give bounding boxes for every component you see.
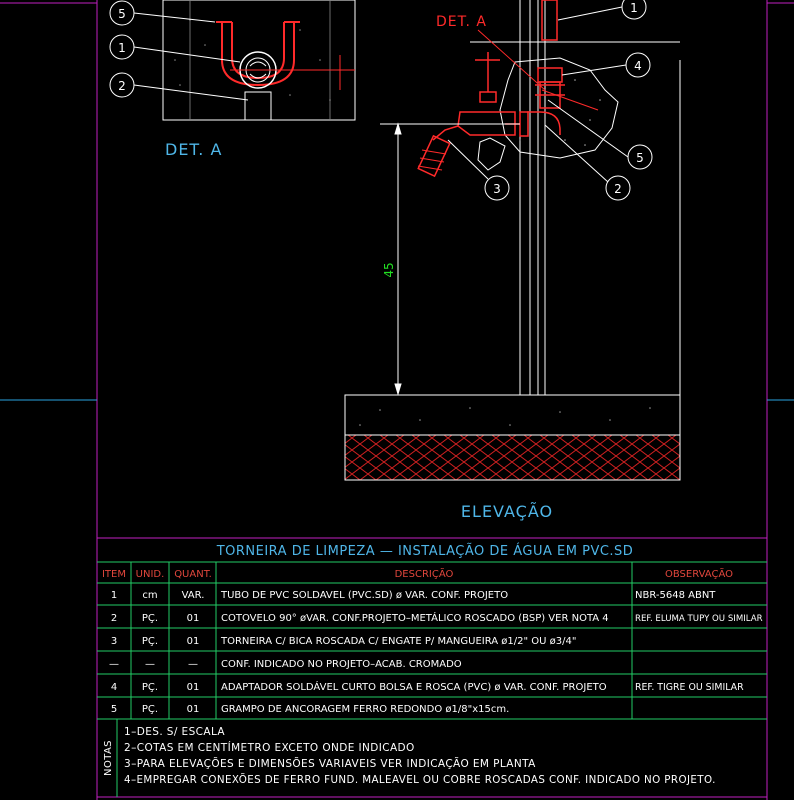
cell-quantity: 01 [187,613,200,624]
dimension-label: 45 [382,262,396,277]
elevation-label: ELEVAÇÃO [461,502,553,521]
note-line: 4–EMPREGAR CONEXÕES DE FERRO FUND. MALEA… [124,773,716,786]
cell-quantity: 01 [187,704,200,715]
cell-description: CONF. INDICADO NO PROJETO–ACAB. CROMADO [221,659,462,670]
callout-number: 5 [118,7,126,21]
cell-item: 2 [111,613,117,624]
wall-cutout [477,57,619,171]
cell-unit: PÇ. [142,636,158,647]
cell-item: 1 [111,590,117,601]
cell-description: GRAMPO DE ANCORAGEM FERRO REDONDO ø1/8"x… [221,704,509,715]
header-cell: QUANT. [174,569,212,580]
cell-item: 5 [111,704,117,715]
table-row: 2 PÇ. 01 COTOVELO 90° øVAR. CONF.PROJETO… [111,611,763,624]
cell-description: TUBO DE PVC SOLDAVEL (PVC.SD) ø VAR. CON… [220,590,508,601]
table-row: 1 cm VAR. TUBO DE PVC SOLDAVEL (PVC.SD) … [111,590,716,601]
table-row: — — — CONF. INDICADO NO PROJETO–ACAB. CR… [109,659,462,670]
faucet [417,52,516,178]
cell-quantity: 01 [187,636,200,647]
note-line: 2–COTAS EM CENTÍMETRO EXCETO ONDE INDICA… [124,741,415,754]
cell-quantity: 01 [187,682,200,693]
detail-a-label: DET. A [165,140,222,159]
notes-block: NOTAS 1–DES. S/ ESCALA 2–COTAS EM CENTÍM… [103,726,716,786]
header-cell: ITEM [102,569,126,580]
notes-label: NOTAS [103,740,114,776]
callout-number: 1 [118,41,126,55]
cell-unit: PÇ. [142,704,158,715]
callout-bubble [605,175,631,201]
table-row: 5 PÇ. 01 GRAMPO DE ANCORAGEM FERRO REDON… [111,704,509,715]
cell-unit: cm [142,590,157,601]
cell-description: COTOVELO 90° øVAR. CONF.PROJETO–METÁLICO… [221,611,609,624]
callout-number: 5 [636,151,644,165]
table-row: 3 PÇ. 01 TORNEIRA C/ BICA ROSCADA C/ ENG… [111,636,577,647]
detail-a-reference: DET. A [436,14,487,30]
table-row: 4 PÇ. 01 ADAPTADOR SOLDÁVEL CURTO BOLSA … [111,680,744,693]
callout-number: 2 [614,182,622,196]
header-cell: DESCRIÇÃO [395,567,454,580]
materials-table: TORNEIRA DE LIMPEZA — INSTALAÇÃO DE ÁGUA… [97,543,767,797]
callout-number: 1 [630,1,638,15]
detail-a-frame [162,0,356,121]
cell-item: 3 [111,636,117,647]
note-line: 1–DES. S/ ESCALA [124,726,225,738]
callout-number: 3 [493,182,501,196]
cell-observation: NBR-5648 ABNT [635,590,716,601]
elevation-view: 45 DET. A 1 4 5 3 2 ELEVAÇÃO [344,0,681,521]
cell-observation: REF. ELUMA TUPY OU SIMILAR [635,614,763,624]
callout-number: 2 [118,79,126,93]
floor-section [344,394,681,481]
callout-number: 4 [634,59,642,73]
cell-observation: REF. TIGRE OU SIMILAR [635,682,744,693]
anchor-clamp [216,21,300,87]
cell-quantity: VAR. [182,590,205,601]
detail-a-view: 5 1 2 DET. A [109,0,356,159]
cell-item: 4 [111,682,117,693]
pipe-assembly [505,0,565,137]
table-header: ITEM UNID. QUANT. DESCRIÇÃO OBSERVAÇÃO [102,567,733,580]
cell-description: TORNEIRA C/ BICA ROSCADA C/ ENGATE P/ MA… [220,636,576,647]
cell-quantity: — [188,659,198,670]
concrete-texture [174,19,331,101]
dimension-45 [380,122,520,396]
table-title: TORNEIRA DE LIMPEZA — INSTALAÇÃO DE ÁGUA… [216,543,634,559]
cell-unit: PÇ. [142,682,158,693]
cell-item: — [109,659,119,670]
cell-unit: — [145,659,155,670]
header-cell: OBSERVAÇÃO [665,567,733,580]
cell-description: ADAPTADOR SOLDÁVEL CURTO BOLSA E ROSCA (… [221,680,607,693]
cell-unit: PÇ. [142,613,158,624]
header-cell: UNID. [136,569,165,580]
callout-bubble [484,175,510,201]
note-line: 3–PARA ELEVAÇÕES E DIMENSÕES VARIAVEIS V… [124,757,536,770]
